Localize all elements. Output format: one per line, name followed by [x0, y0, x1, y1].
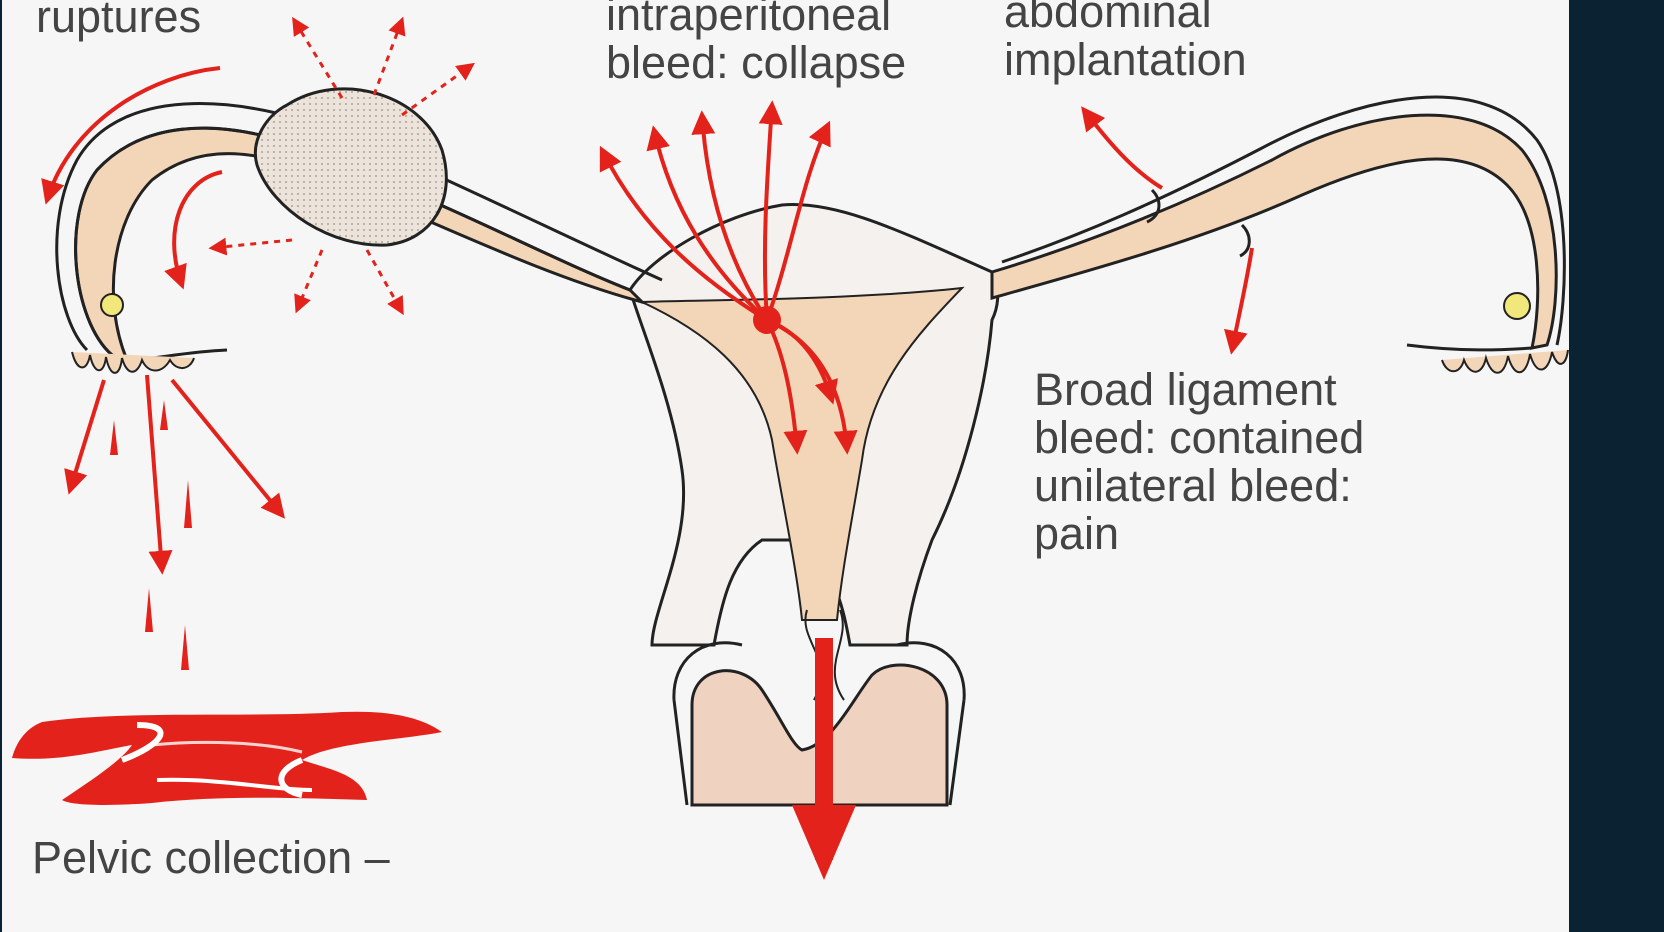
right-fimbriae [1442, 350, 1568, 373]
label-abdominal-implantation: abdominal implantation [1004, 0, 1247, 84]
left-ovary [101, 294, 123, 316]
implantation-site [753, 306, 781, 334]
right-fallopian-tube [992, 115, 1556, 348]
label-broad-ligament-bleed: Broad ligament bleed: contained unilater… [1034, 366, 1364, 558]
ectopic-swelling [255, 89, 446, 245]
label-pelvic-collection: Pelvic collection – [32, 834, 390, 882]
vaginal-bleeding-arrowhead [792, 805, 856, 880]
pelvic-blood-pool [12, 712, 442, 805]
right-ovary [1504, 293, 1530, 319]
diagram-canvas: ruptures intraperitoneal bleed: collapse… [2, 0, 1569, 932]
label-ruptures: ruptures [36, 0, 201, 41]
label-intraperitoneal-bleed: intraperitoneal bleed: collapse [606, 0, 906, 87]
